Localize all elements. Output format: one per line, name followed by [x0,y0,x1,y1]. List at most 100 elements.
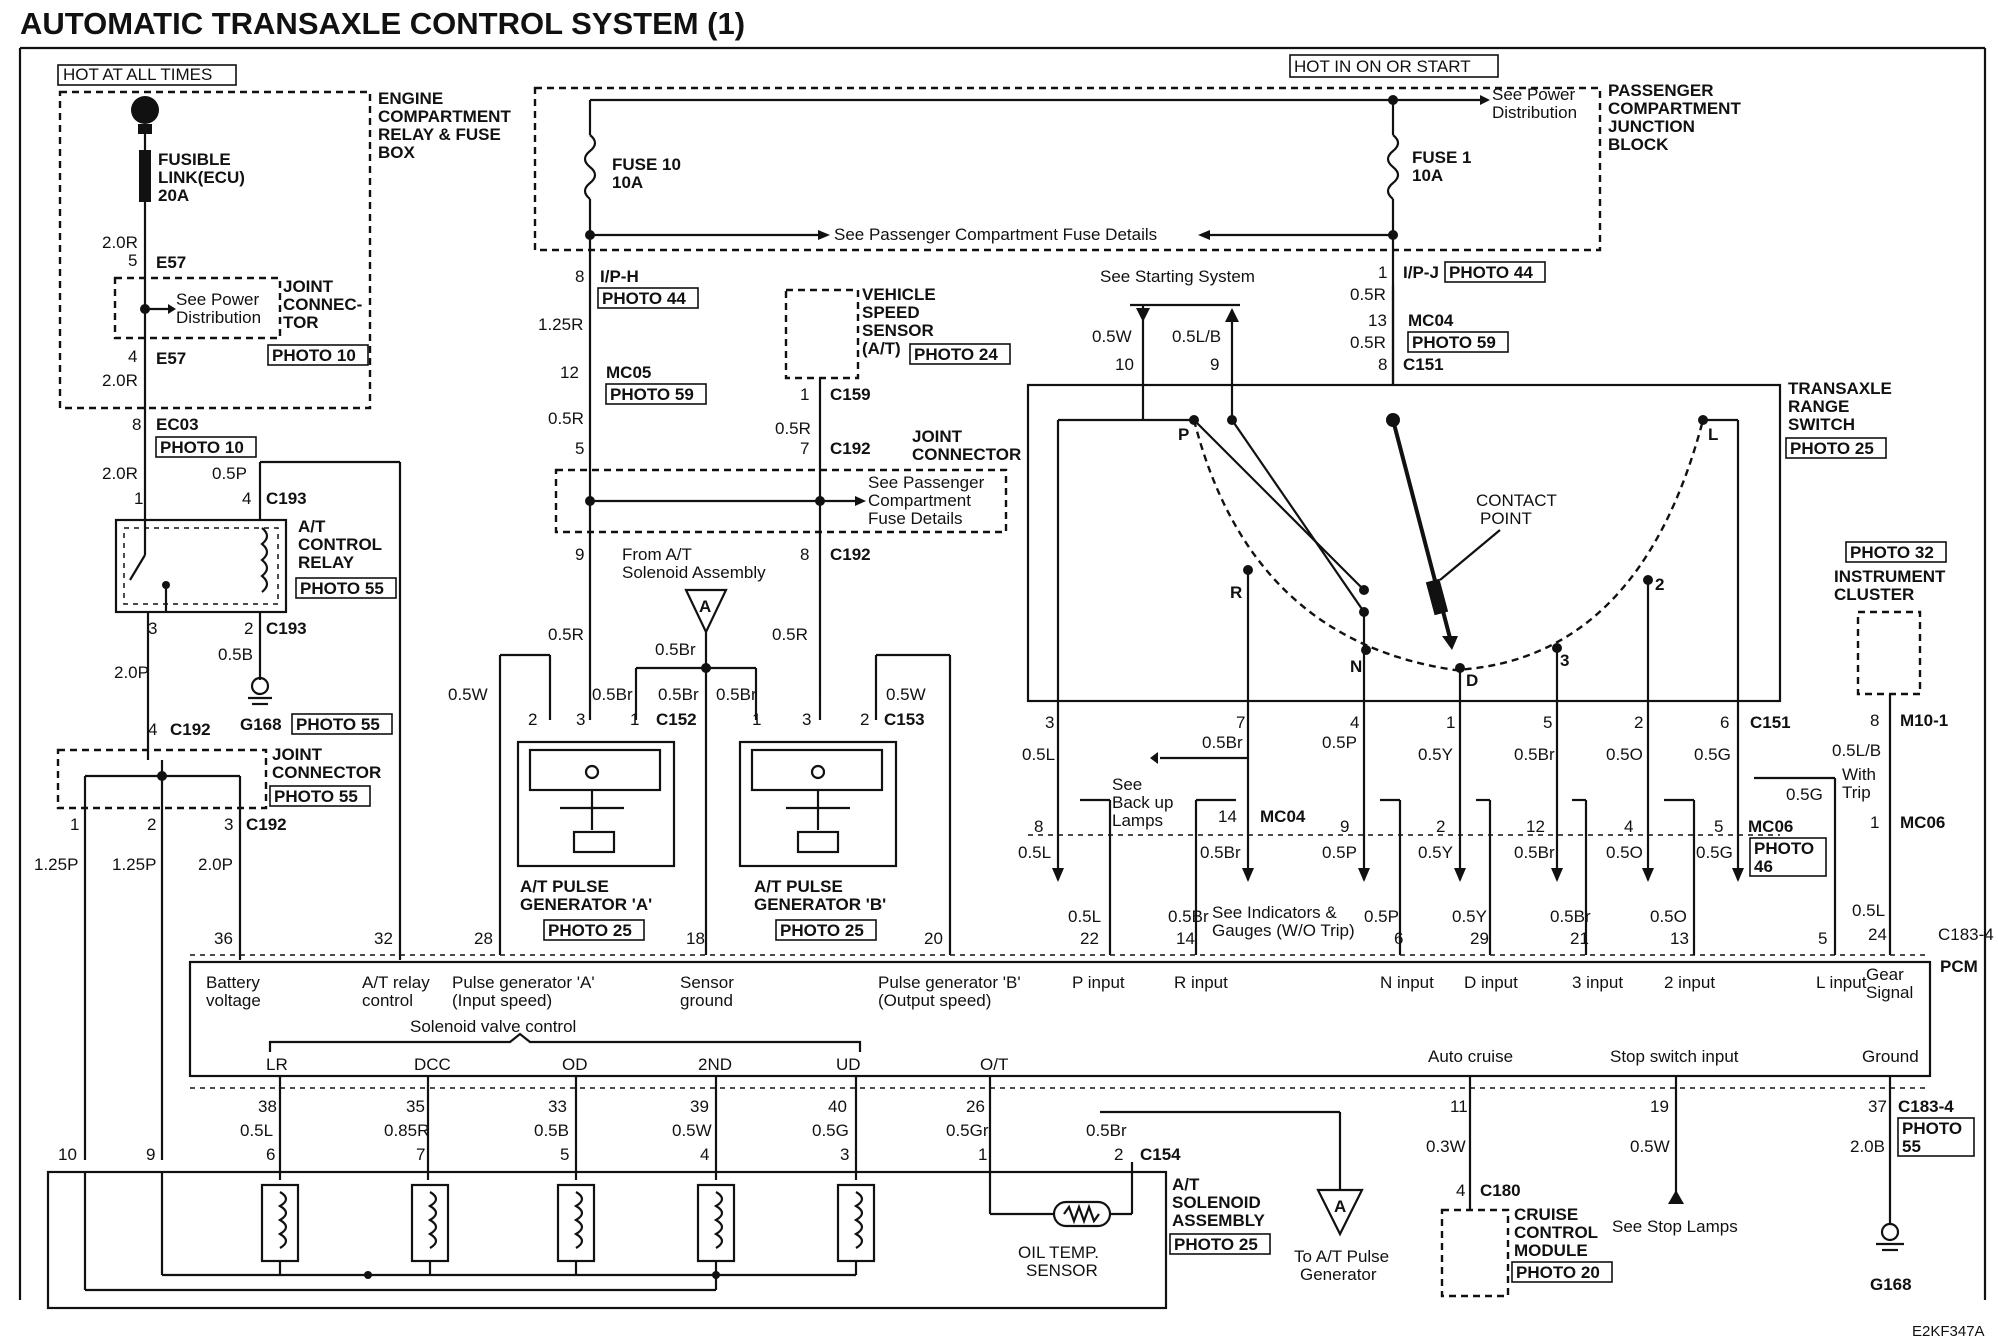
connector-c193: C193 [266,489,307,508]
pin-label: 1 [70,815,79,834]
wire-label: 0.5Br [1202,733,1243,752]
wire-label: 0.5G [1694,745,1731,764]
wire-label: 0.5Br [1514,745,1555,764]
pin-label: 2 [528,710,537,729]
connector-c152: C152 [656,710,697,729]
pass-box-label-1: PASSENGER [1608,81,1714,100]
photo-59-a: PHOTO 59 [610,385,694,404]
connector-mc06: MC06 [1748,817,1793,836]
wire-label: 2.0R [102,371,138,390]
pin-label: 4 [1624,817,1633,836]
pin-label: 2 [147,815,156,834]
solenoid-ud-icon [836,1183,876,1263]
pin-label: 4 [1456,1181,1465,1200]
pin-label: 1 [1378,263,1387,282]
fuse-1-amp: 10A [1412,166,1443,185]
pin-label: 14 [1218,807,1237,826]
photo-44-b: PHOTO 44 [1449,263,1533,282]
pin-label: 1 [800,385,809,404]
pin-label: 5 [1818,929,1827,948]
pcm-pgb-label: Pulse generator 'B' [878,973,1021,992]
connector-c192: C192 [170,720,211,739]
fusible-link-label-2: LINK(ECU) [158,168,245,187]
instrument-cluster [1856,610,1922,696]
joint-connector-a-label-2: CONNEC- [283,295,362,314]
connector-c151-b: C151 [1750,713,1791,732]
pin-label: 2 [1436,817,1445,836]
pulse-sensor-b-icon [810,764,826,780]
wire-label: 0.5Br [1200,843,1241,862]
wire-label: 1.25R [538,315,583,334]
joint-connector-c-label-2: CONNECTOR [272,763,381,782]
photo-59-b: PHOTO 59 [1412,333,1496,352]
wire-label: 0.5L [1018,843,1051,862]
wire-label: 0.5W [1630,1137,1670,1156]
contact-point-label-2: POINT [1480,509,1532,528]
pin-label: 5 [128,251,137,270]
wire-label: 0.3W [1426,1137,1466,1156]
fusible-link-label-1: FUSIBLE [158,150,231,169]
vehicle-speed-sensor [784,288,860,380]
pin-label: 5 [575,439,584,458]
engine-box-label-4: BOX [378,143,416,162]
pg-a-label-2: GENERATOR 'A' [520,895,652,914]
pcm-battery-label-2: voltage [206,991,261,1010]
photo-25-solenoid: PHOTO 25 [1174,1235,1258,1254]
pin-label: 8 [1870,711,1879,730]
pcm-pga-label: Pulse generator 'A' [452,973,595,992]
pin-label: 5 [1543,713,1552,732]
pin-label: 13 [1368,311,1387,330]
photo-25-trs: PHOTO 25 [1790,439,1874,458]
wire-label: 0.5Br [658,685,699,704]
pin-label: 8 [800,545,809,564]
indicators-label-2: Gauges (W/O Trip) [1212,921,1355,940]
switch-n-label: N [1350,657,1362,676]
engine-relay-box [58,90,372,410]
wire-label: 0.5Br [1086,1121,1127,1140]
ic-label-1: INSTRUMENT [1834,567,1946,586]
pcm-pgb-label-2: (Output speed) [878,991,991,1010]
pin-label: 2 [1634,713,1643,732]
indicators-label-1: See Indicators & [1212,903,1337,922]
wire-label: 0.5Br [1514,843,1555,862]
wire-label: 1.25P [34,855,78,874]
wire-label: 0.5R [775,419,811,438]
relay-switch-icon [129,554,146,581]
photo-55-ground: PHOTO 55 [296,715,380,734]
see-power-dist-2-label-2: Distribution [1492,103,1577,122]
cruise-label-3: MODULE [1514,1241,1588,1260]
wire-label: 0.5L [1068,907,1101,926]
wire-label: 0.5L [1022,745,1055,764]
pcm-sensor-gnd-label-2: ground [680,991,733,1010]
photo-25-a: PHOTO 25 [548,921,632,940]
see-pass-fuse-3-label-3: Fuse Details [868,509,962,528]
pcm-gear-label: Gear [1866,965,1904,984]
wire-label: 0.5R [1350,285,1386,304]
see-power-dist-label-2: Distribution [176,308,261,327]
photo-25-b: PHOTO 25 [780,921,864,940]
pcm-ud-label: UD [836,1055,861,1074]
pin-label: 32 [374,929,393,948]
pin-label: 14 [1176,929,1195,948]
switch-d-label: D [1466,671,1478,690]
see-pass-fuse-label: See Passenger Compartment Fuse Details [834,225,1157,244]
solenoid-lr-icon [260,1183,300,1263]
wire-label: 0.5W [886,685,926,704]
pin-label: 7 [416,1145,425,1164]
pulse-sensor-a-icon [584,764,600,780]
pin-label: 29 [1470,929,1489,948]
fusible-link-icon [139,150,151,202]
fusible-link-label-3: 20A [158,186,189,205]
pin-label: 22 [1080,929,1099,948]
wire-label: 1.25P [112,855,156,874]
switch-3-label: 3 [1560,651,1569,670]
pin-label: 1 [134,489,143,508]
photo-10-tag-a: PHOTO 10 [272,346,356,365]
from-at-label-1: From A/T [622,545,692,564]
pcm-lr-label: LR [266,1055,288,1074]
switch-l-label: L [1708,425,1718,444]
wire-label: 0.5R [548,409,584,428]
pin-label: 24 [1868,925,1887,944]
pcm-label: PCM [1940,957,1978,976]
pcm-p-input-label: P input [1072,973,1125,992]
